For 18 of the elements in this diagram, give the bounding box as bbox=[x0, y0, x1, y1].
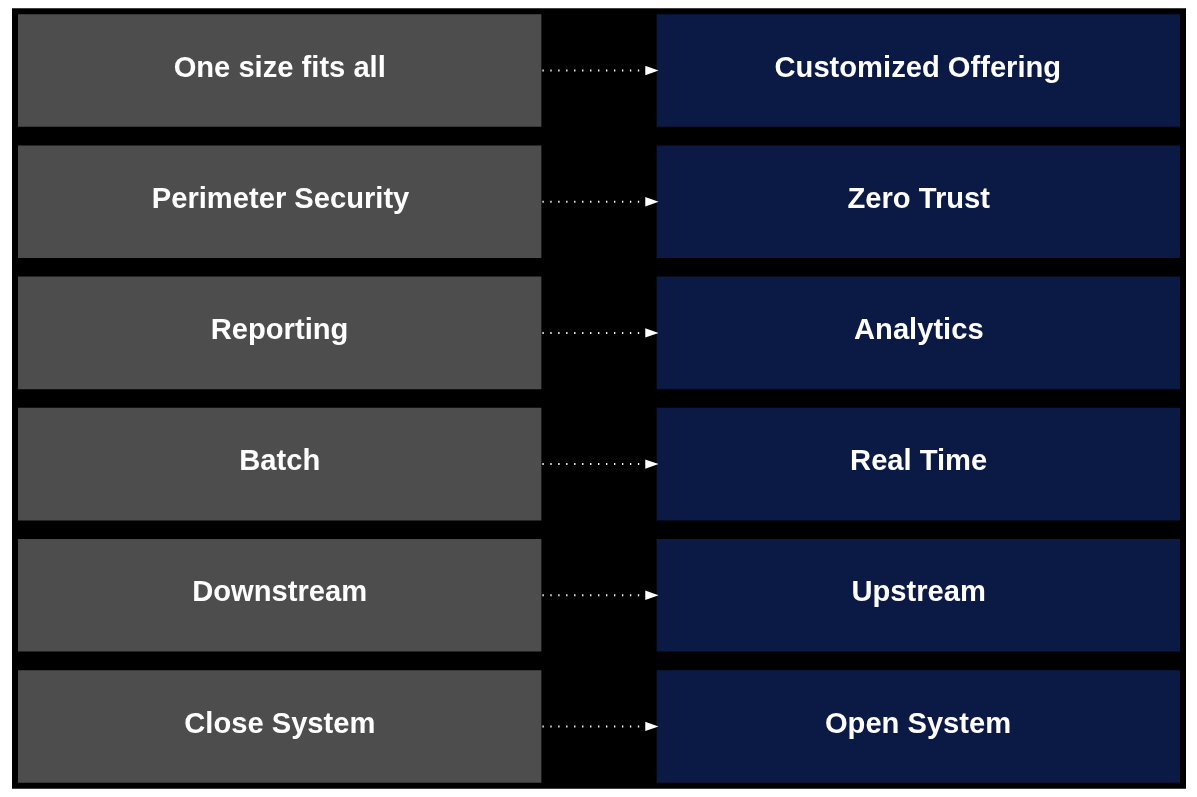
arrow bbox=[540, 721, 659, 732]
node-box: Close System bbox=[16, 668, 543, 785]
node-box: Customized Offering bbox=[654, 12, 1181, 129]
node-box: Open System bbox=[654, 668, 1181, 785]
node-box: Batch bbox=[16, 406, 543, 522]
node-box: One size fits all bbox=[16, 12, 543, 129]
node-box: Upstream bbox=[654, 537, 1181, 653]
arrow bbox=[540, 65, 659, 76]
node-box: Zero Trust bbox=[654, 144, 1181, 260]
node-box: Perimeter Security bbox=[16, 144, 543, 260]
node-box: Downstream bbox=[16, 537, 543, 653]
arrow bbox=[540, 197, 659, 207]
node-box: Analytics bbox=[654, 275, 1181, 391]
arrow bbox=[540, 459, 659, 469]
arrow bbox=[540, 328, 659, 338]
arrow bbox=[540, 590, 659, 600]
node-box: Real Time bbox=[654, 406, 1181, 522]
node-box: Reporting bbox=[16, 275, 543, 391]
